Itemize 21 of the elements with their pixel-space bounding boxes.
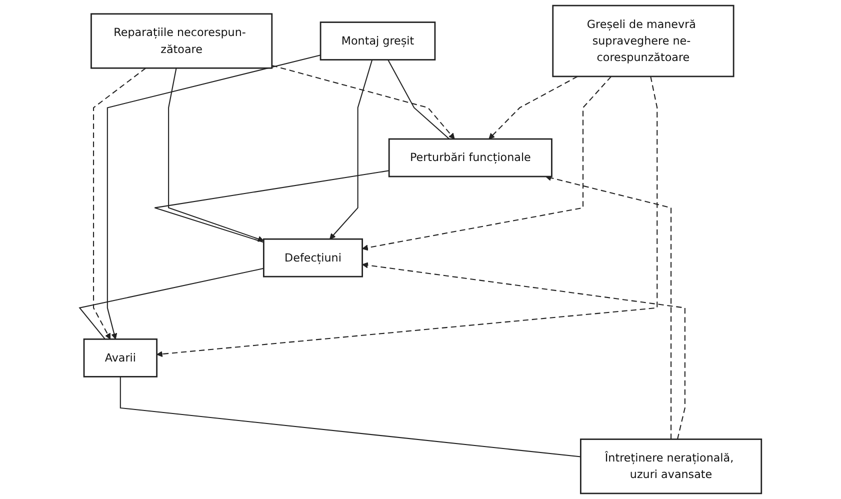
arrow <box>93 68 146 340</box>
connector <box>120 376 581 458</box>
node-box: Defecțiuni <box>263 238 363 278</box>
connector <box>154 170 390 243</box>
node-box: Întreținere nerațională, uzuri avansate <box>580 438 762 494</box>
arrow <box>330 60 373 240</box>
connector <box>78 268 264 340</box>
node-box: Montaj greșit <box>320 22 436 60</box>
arrow <box>272 64 455 140</box>
arrow <box>488 76 578 140</box>
arrow <box>156 76 658 358</box>
node-box: Greșeli de manevră supraveghere ne- corespunzătoare <box>552 4 734 78</box>
connector <box>388 60 450 140</box>
arrow <box>545 174 672 440</box>
arrow <box>106 54 321 340</box>
node-box: Reparațiile necorespun- zătoare <box>90 13 273 69</box>
arrow <box>362 76 612 251</box>
node-box: Avarii <box>83 338 158 378</box>
arrow <box>168 68 264 242</box>
arrow <box>362 262 686 440</box>
node-box: Perturbări funcționale <box>388 138 552 178</box>
